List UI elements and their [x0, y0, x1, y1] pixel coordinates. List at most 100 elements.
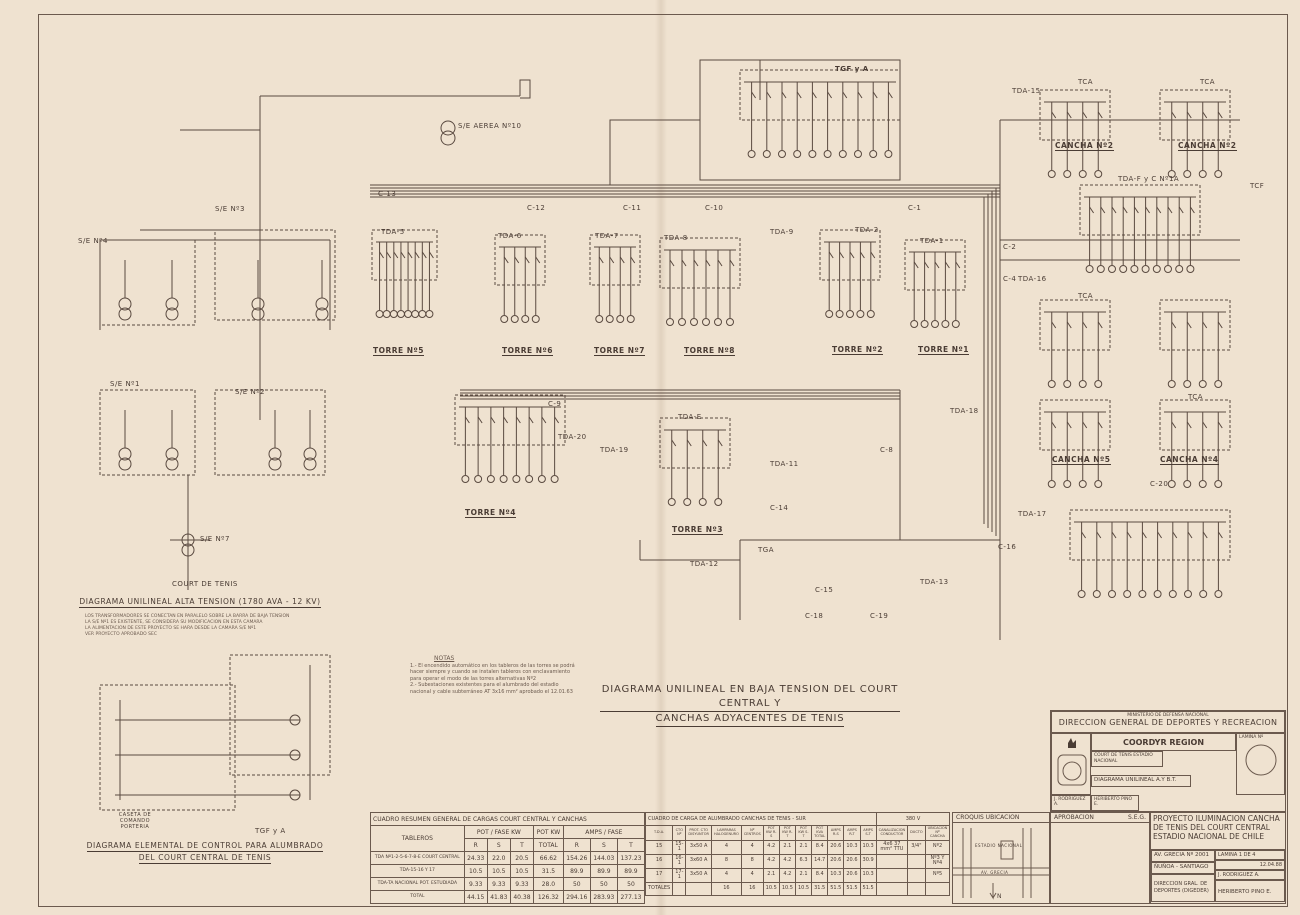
title-line: CANCHAS ADYACENTES DE TENIS	[655, 712, 845, 727]
col-header: AMPS R-T	[843, 825, 861, 841]
lamp-icon	[1214, 170, 1223, 178]
table-cell: 10.3	[827, 867, 845, 883]
lamp-icon	[1214, 480, 1223, 488]
col-header: Nº CENTROS	[740, 825, 764, 841]
table-cell: 4.2	[762, 853, 780, 869]
lamp-icon	[486, 475, 495, 483]
col-header: POT KW S-T	[794, 825, 813, 841]
lamp-icon	[396, 310, 405, 318]
table-cell: 17-1	[672, 867, 687, 883]
lamp-icon	[1153, 590, 1162, 598]
location-map	[953, 828, 1049, 900]
table-cell: 10.5	[762, 881, 780, 896]
panel-label: TDA-8	[664, 234, 688, 242]
table-cell: 4.2	[778, 853, 796, 869]
tower-label: TORRE Nº1	[918, 345, 970, 355]
panel-label: TDA-2	[855, 226, 879, 234]
table-title: CUADRO RESUMEN GENERAL DE CARGAS COURT C…	[370, 812, 645, 826]
distribution-panel	[371, 229, 438, 318]
table-cell: 10.3	[843, 839, 861, 855]
lamp-icon	[461, 475, 470, 483]
lamp-icon	[1138, 590, 1147, 598]
table-cell: 30.9	[859, 853, 877, 869]
lamp-icon	[823, 150, 832, 158]
table-cell: 14.7	[811, 853, 829, 869]
lamp-icon	[1186, 265, 1195, 273]
cable-label: C-19	[870, 612, 889, 620]
table-cell: 6.3	[794, 853, 813, 869]
distribution-panel	[739, 69, 901, 158]
table-cell: 24.33	[463, 851, 488, 865]
lamp-icon	[382, 310, 391, 318]
table-cell: 8.4	[811, 839, 829, 855]
lamp-icon	[1167, 480, 1176, 488]
tower-label: TORRE Nº5	[373, 346, 425, 356]
lamp-icon	[951, 320, 960, 328]
table-cell	[672, 881, 687, 896]
lamp-icon	[1175, 265, 1184, 273]
lamp-icon	[425, 310, 434, 318]
date: 12.04.88	[1215, 860, 1285, 870]
obra: COURT DE TENIS ESTADIO NACIONAL	[1091, 751, 1163, 767]
cable-label: C-20	[1150, 480, 1169, 488]
table-cell: 15-1	[672, 839, 687, 855]
table-cell: 4.2	[762, 839, 780, 855]
note-item: 1.- El encendido automático en los table…	[410, 662, 575, 682]
court-label: CANCHA Nº2	[1055, 141, 1114, 151]
panel-label: TDA-18	[950, 407, 979, 415]
lamp-icon	[1214, 590, 1223, 598]
cable-label: C-2	[1003, 243, 1017, 251]
col-header: POT / FASE KW	[463, 825, 534, 839]
lamp-icon	[1141, 265, 1150, 273]
lamp-icon	[404, 310, 413, 318]
table-cell: 3x60 A	[685, 853, 712, 869]
panel-label: TDA-20	[558, 433, 587, 441]
lamp-icon	[1123, 590, 1132, 598]
table-cell: 9.33	[509, 877, 534, 891]
lamp-icon	[411, 310, 420, 318]
distribution-panel	[494, 234, 546, 323]
lamp-icon	[389, 310, 398, 318]
cable-label: C-8	[880, 446, 894, 454]
lamp-icon	[1063, 380, 1072, 388]
table-cell: TDA Nº1-2-5-6-7-8-E COURT CENTRAL	[370, 851, 465, 865]
lamp-icon	[1214, 380, 1223, 388]
panel-label: TCA	[1188, 393, 1204, 401]
cable-label: C-9	[548, 400, 562, 408]
col-header: T	[616, 838, 646, 852]
sheet-circle	[1245, 744, 1277, 776]
cable-label: C-1	[908, 204, 922, 212]
distribution-panel	[589, 234, 641, 323]
substation-label: S/E AEREA Nº10	[458, 122, 522, 130]
table-cell: 2.1	[778, 839, 796, 855]
table-cell: 10.5	[778, 881, 796, 896]
table-cell: 10.5	[463, 864, 488, 878]
lamp-icon	[595, 315, 604, 323]
table-cell: 51.5	[843, 881, 861, 896]
substation-label: S/E Nº1	[110, 380, 140, 388]
lamp-icon	[1184, 590, 1192, 598]
lamp-icon	[531, 315, 540, 323]
location-sketch: CROQUIS UBICACION AV. GRECIA ESTADIO NAC…	[952, 812, 1050, 904]
table-cell	[685, 881, 712, 896]
lamp-icon	[846, 310, 854, 318]
table-cell	[907, 853, 926, 869]
hv-notes: LOS TRANSFORMADORES SE CONECTAN EN PARAL…	[85, 614, 335, 638]
lamp-icon	[1094, 480, 1103, 488]
lamp-icon	[605, 315, 614, 323]
lamp-icon	[920, 320, 929, 328]
court-label: CANCHA Nº2	[1178, 141, 1237, 151]
table-cell: 277.13	[616, 890, 646, 904]
lamp-icon	[778, 150, 786, 158]
lamp-icon	[1047, 480, 1056, 488]
caseta-label: CASETA DE COMANDO PORTERIA	[118, 812, 152, 830]
panel-label: TCF	[1250, 182, 1265, 190]
lamina: LAMINA 1 DE 4	[1215, 850, 1285, 860]
lamp-icon	[1063, 480, 1072, 488]
table-cell: 16	[710, 881, 742, 896]
lamp-icon	[474, 475, 483, 483]
lamp-icon	[1047, 170, 1056, 178]
